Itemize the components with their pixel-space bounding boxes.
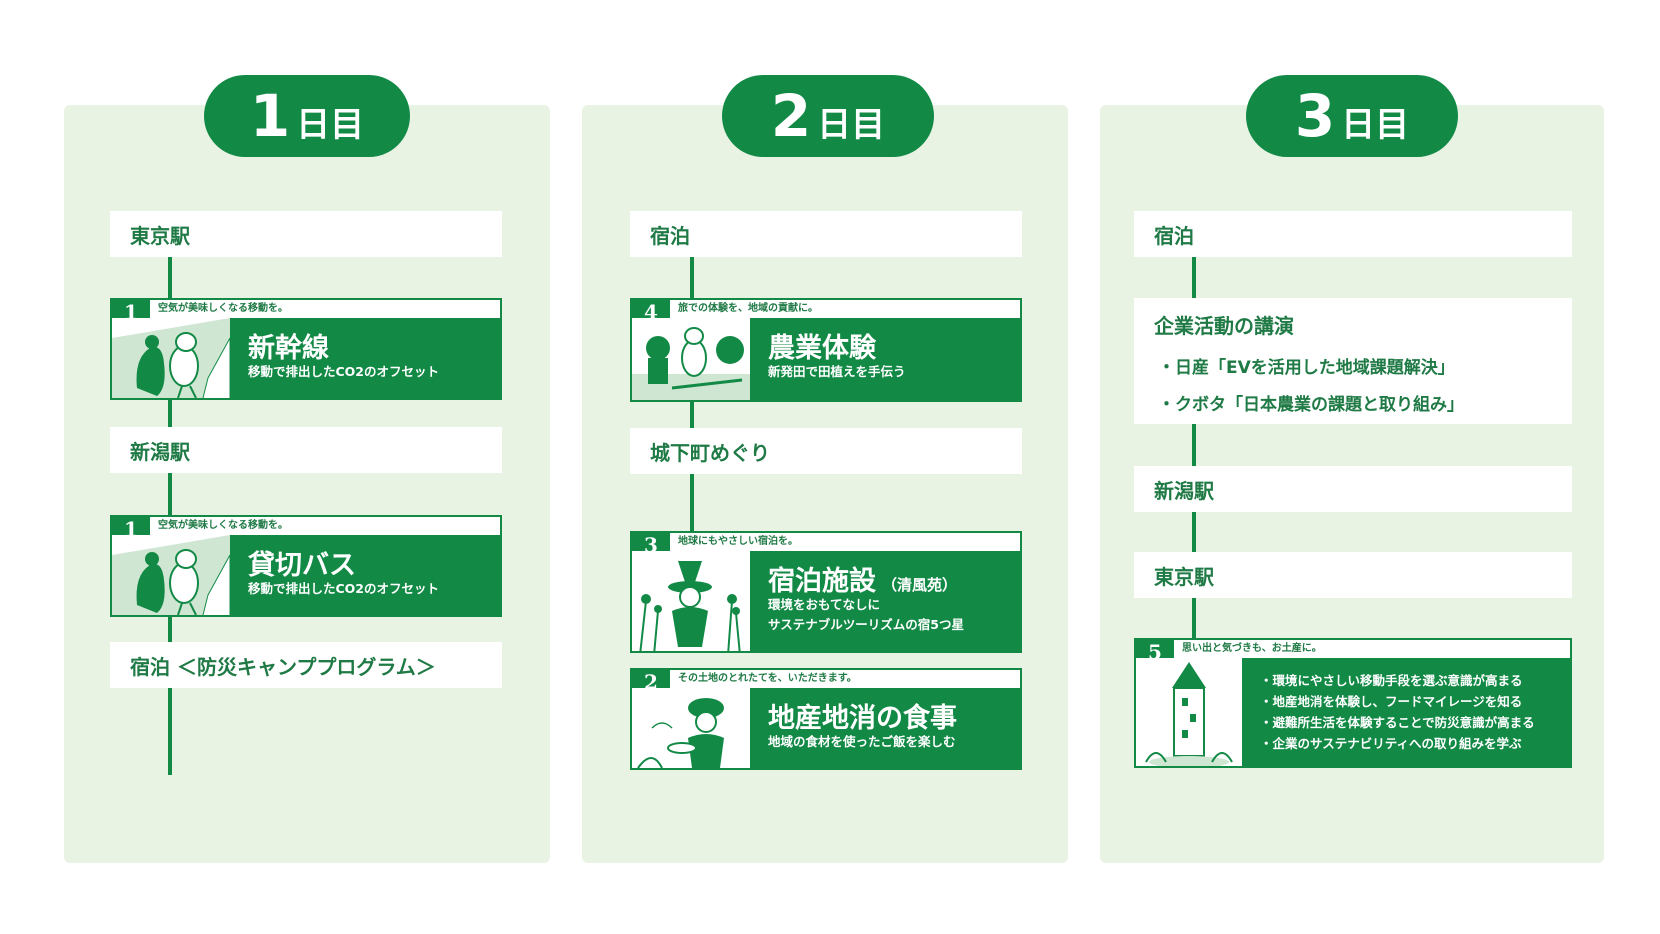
card-charter-bus: 1 空気が美味しくなる移動を。 貸切バス 移動で排出したCO2のオフセット xyxy=(110,515,502,617)
lecture-item-nissan: ・日産「EVを活用した地域課題解決」 xyxy=(1158,358,1455,378)
card-local-food: 2 その土地のとれたてを、いただきます。 地産地消の食事 地域の食材を使ったご飯… xyxy=(630,668,1022,770)
day3-column: 3 日目 宿泊 企業活動の講演 ・日産「EVを活用した地域課題解決」 ・クボタ「… xyxy=(1100,75,1604,863)
day-unit: 日目 xyxy=(1341,105,1410,145)
card-lodging-facility: 3 地球にもやさしい宿泊を。 宿泊施設（清風苑） 環境をおもてなしに サステナブ… xyxy=(630,531,1022,653)
card-farming-experience: 4 旅での体験を、地域の貢献に。 農業体験 新発田で田植えを手伝う xyxy=(630,298,1022,402)
day-number: 3 xyxy=(1294,82,1336,150)
card-description: 新発田で田植えを手伝う xyxy=(768,364,906,379)
card-tagline: 空気が美味しくなる移動を。 xyxy=(158,303,288,314)
day-number: 2 xyxy=(770,82,812,150)
card-title: 新幹線 xyxy=(248,333,329,364)
stop-lodging: 宿泊 xyxy=(630,211,1022,257)
effect-item: ・避難所生活を体験することで防災意識が高まる xyxy=(1260,715,1535,730)
moomin-farming-icon xyxy=(632,318,750,400)
day2-column: 2 日目 宿泊 4 旅での体験を、地域の貢献に。 農業体験 新発田で田植えを手伝… xyxy=(582,75,1068,863)
stop-tokyo-station: 東京駅 xyxy=(1134,552,1572,598)
effect-item: ・環境にやさしい移動手段を選ぶ意識が高まる xyxy=(1260,673,1523,688)
card-title: 貸切バス xyxy=(248,550,356,581)
stop-castle-town-tour: 城下町めぐり xyxy=(630,428,1022,474)
corporate-lecture-box: 企業活動の講演 ・日産「EVを活用した地域課題解決」 ・クボタ「日本農業の課題と… xyxy=(1134,298,1572,424)
card-title-sub: （清風苑） xyxy=(882,576,958,594)
effect-item: ・地産地消を体験し、フードマイレージを知る xyxy=(1260,694,1523,709)
card-description: 環境をおもてなしに サステナブルツーリズムの宿5つ星 xyxy=(768,595,964,635)
card-title: 宿泊施設 （清風苑） xyxy=(768,559,957,598)
card-description-line-2: サステナブルツーリズムの宿5つ星 xyxy=(768,617,964,632)
day-unit: 日目 xyxy=(817,105,886,145)
lecture-title: 企業活動の講演 xyxy=(1154,314,1294,338)
moomin-characters-walking-icon xyxy=(112,318,230,398)
card-learnings: 5 思い出と気づきも、お土産に。 ・環境にやさしい移動手段を選ぶ意識が高まる ・… xyxy=(1134,638,1572,768)
card-description: 移動で排出したCO2のオフセット xyxy=(248,581,439,596)
day3-badge: 3 日目 xyxy=(1246,75,1458,157)
card-tagline: 地球にもやさしい宿泊を。 xyxy=(678,536,798,547)
day-number: 1 xyxy=(249,82,291,150)
day2-badge: 2 日目 xyxy=(722,75,934,157)
card-description-line-1: 環境をおもてなしに xyxy=(768,597,881,612)
card-title: 地産地消の食事 xyxy=(768,703,957,734)
stop-niigata-station: 新潟駅 xyxy=(110,427,502,473)
card-shinkansen: 1 空気が美味しくなる移動を。 新幹線 移動で排出したCO2のオフセット xyxy=(110,298,502,400)
card-description: 地域の食材を使ったご飯を楽しむ xyxy=(768,734,956,749)
snufkin-in-flowers-icon xyxy=(632,551,750,651)
character-eating-icon xyxy=(632,688,750,768)
lecture-item-kubota: ・クボタ「日本農業の課題と取り組み」 xyxy=(1158,395,1464,415)
day-unit: 日目 xyxy=(296,105,365,145)
moomin-characters-walking-icon xyxy=(112,535,230,615)
day1-column: 1 日目 東京駅 1 空気が美味しくなる移動を。 新幹線 移動で排出したCO2の… xyxy=(64,75,550,863)
card-tagline: 思い出と気づきも、お土産に。 xyxy=(1182,643,1322,654)
card-title-text: 宿泊施設 xyxy=(768,566,876,597)
day1-badge: 1 日目 xyxy=(204,75,410,157)
card-tagline: その土地のとれたてを、いただきます。 xyxy=(678,673,857,684)
effect-item: ・企業のサステナビリティへの取り組みを学ぶ xyxy=(1260,736,1522,751)
stop-lodging-camp: 宿泊 ＜防災キャンププログラム＞ xyxy=(110,642,502,688)
stop-niigata-station: 新潟駅 xyxy=(1134,466,1572,512)
card-tagline: 空気が美味しくなる移動を。 xyxy=(158,520,288,531)
card-tagline: 旅での体験を、地域の貢献に。 xyxy=(678,303,818,314)
learning-effects-list: ・環境にやさしい移動手段を選ぶ意識が高まる ・地産地消を体験し、フードマイレージ… xyxy=(1260,670,1535,754)
moomin-house-tower-icon xyxy=(1136,658,1242,766)
card-description: 移動で排出したCO2のオフセット xyxy=(248,364,439,379)
stop-tokyo-station: 東京駅 xyxy=(110,211,502,257)
card-title: 農業体験 xyxy=(768,333,876,364)
stop-lodging: 宿泊 xyxy=(1134,211,1572,257)
timeline-line xyxy=(1192,255,1196,655)
